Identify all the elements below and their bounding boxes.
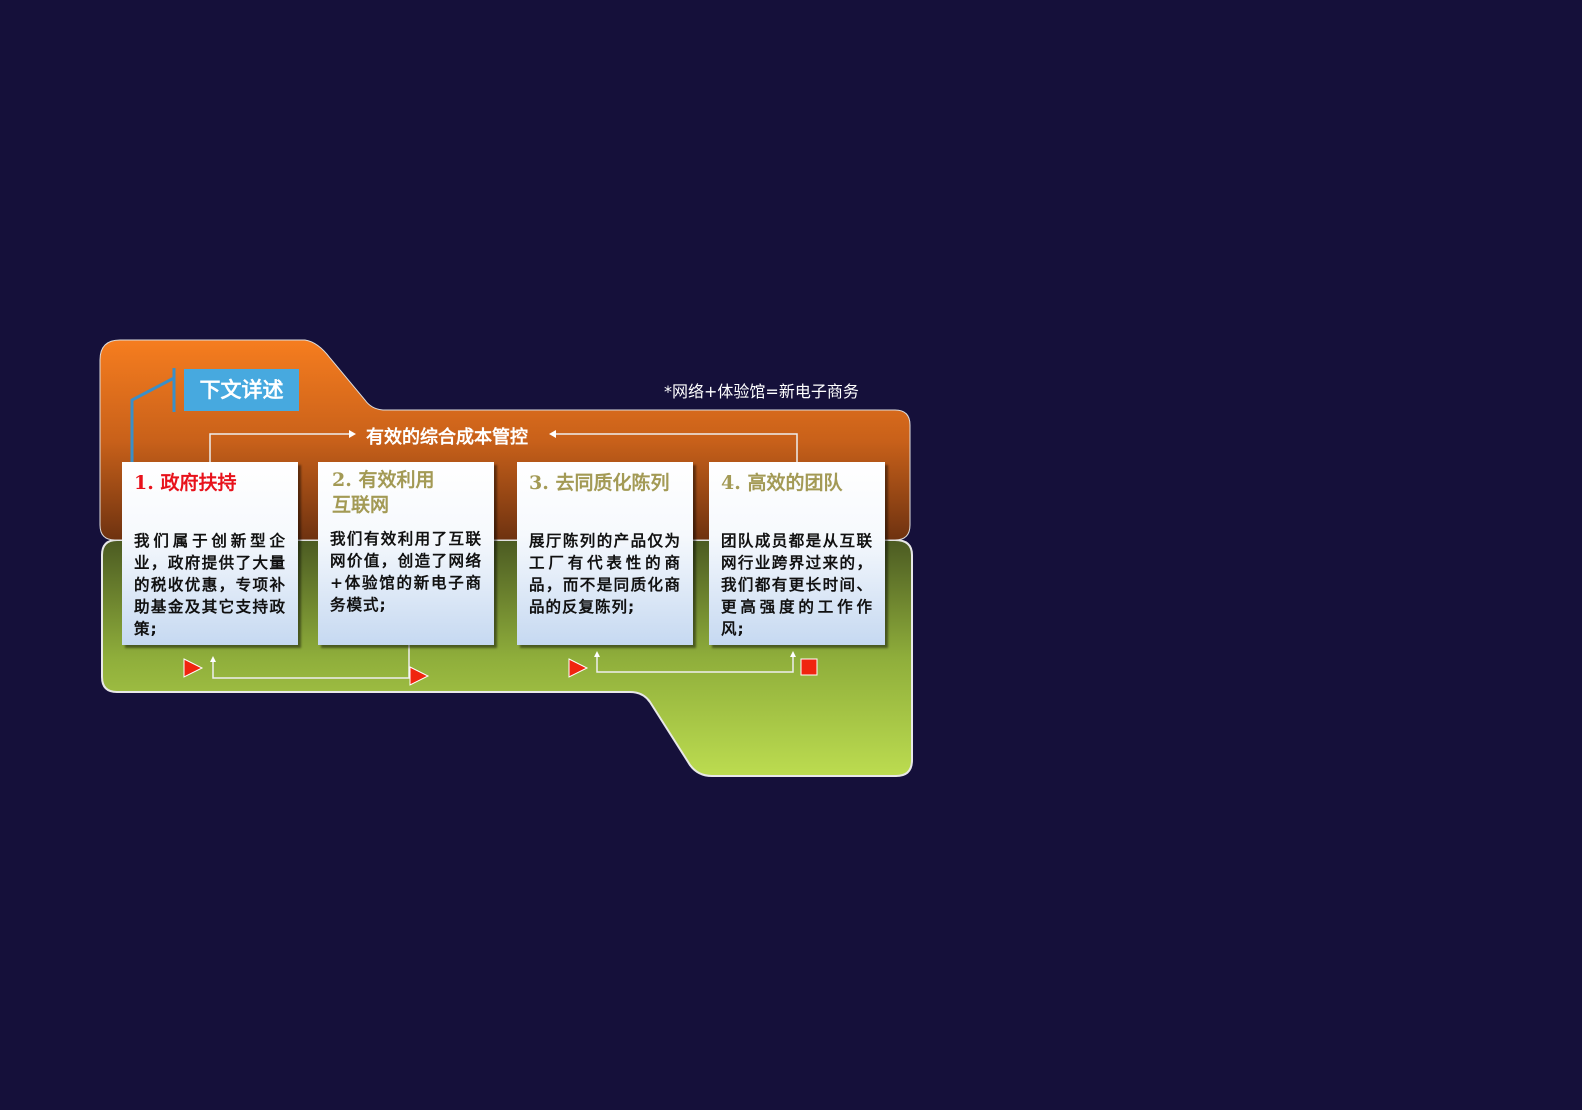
tag-bracket [130, 368, 176, 462]
stop-icon [800, 658, 818, 676]
bottom-connector-right [596, 655, 794, 673]
play-icon [568, 658, 589, 678]
formula-note: *网络+体验馆=新电子商务 [664, 382, 859, 401]
card-team: 4. 高效的团队 团队成员都是从互联网行业跨界过来的，我们都有更长时间、更高强度… [709, 462, 885, 645]
card-title: 3. 去同质化陈列 [529, 472, 670, 494]
card-body: 团队成员都是从互联网行业跨界过来的，我们都有更长时间、更高强度的工作作风; [721, 532, 873, 638]
card-body: 我们属于创新型企业，政府提供了大量的税收优惠，专项补助基金及其它支持政策; [134, 532, 286, 638]
card-government-support: 1. 政府扶持 我们属于创新型企业，政府提供了大量的税收优惠，专项补助基金及其它… [122, 462, 298, 645]
card-title: 4. 高效的团队 [721, 472, 843, 494]
bottom-connector-left [212, 645, 410, 679]
card-title: 2. 有效利用 互联网 [332, 469, 435, 516]
orange-panel [99, 339, 911, 541]
card-body: 展厅陈列的产品仅为工厂有代表性的商品，而不是同质化商品的反复陈列; [529, 532, 681, 616]
play-icon [183, 658, 204, 678]
cost-control-label: 有效的综合成本管控 [366, 427, 528, 448]
section-tag: 下文详述 [184, 369, 299, 411]
card-body: 我们有效利用了互联网价值，创造了网络+体验馆的新电子商务模式; [330, 530, 482, 614]
card-display: 3. 去同质化陈列 展厅陈列的产品仅为工厂有代表性的商品，而不是同质化商品的反复… [517, 462, 693, 645]
play-icon [409, 666, 430, 686]
card-internet: 2. 有效利用 互联网 我们有效利用了互联网价值，创造了网络+体验馆的新电子商务… [318, 462, 494, 645]
card-title: 1. 政府扶持 [134, 472, 237, 494]
control-connector [209, 433, 798, 462]
